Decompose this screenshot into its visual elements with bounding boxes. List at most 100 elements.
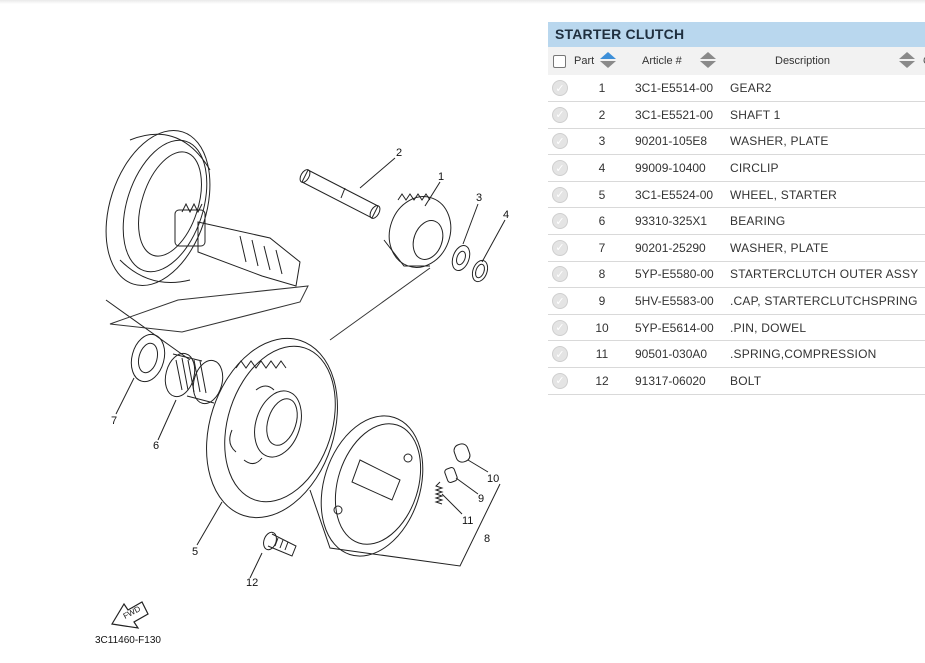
article-column-header[interactable]: Article # [630, 47, 725, 75]
part-column-header[interactable]: Part [574, 47, 630, 75]
spring-drawing [434, 481, 444, 505]
article-header-label: Article # [642, 55, 682, 67]
clutch-outer-drawing [309, 415, 501, 567]
description-cell: WASHER, PLATE [725, 234, 925, 262]
callout-3: 3 [476, 192, 482, 204]
row-status-cell: ✓ [548, 75, 574, 103]
article-number-cell: 3C1-E5514-00 [630, 75, 725, 103]
article-number-cell: 3C1-E5524-00 [630, 181, 725, 209]
callout-9: 9 [478, 493, 484, 505]
article-number-cell: 5YP-E5614-00 [630, 314, 725, 342]
spring-cap-drawing [444, 467, 458, 483]
fwd-arrow-icon [111, 601, 149, 629]
part-number-cell: 11 [574, 340, 630, 369]
check-circle-icon[interactable]: ✓ [552, 213, 568, 230]
row-status-cell: ✓ [548, 234, 574, 262]
exploded-parts-diagram: 2 1 3 4 7 6 5 10 9 11 8 12 FWD 3C11460-F… [95, 129, 509, 646]
description-cell: .CAP, STARTERCLUTCHSPRING [725, 287, 925, 315]
callout-11: 11 [462, 515, 473, 527]
row-status-cell: ✓ [548, 367, 574, 395]
article-number-cell: 5HV-E5583-00 [630, 287, 725, 315]
check-circle-icon[interactable]: ✓ [552, 319, 568, 336]
part-number-cell: 8 [574, 261, 630, 289]
description-cell: GEAR2 [725, 75, 925, 103]
callout-4: 4 [503, 209, 509, 221]
article-number-cell: 93310-325X1 [630, 207, 725, 236]
check-circle-icon[interactable]: ✓ [552, 186, 568, 203]
diagram-code: 3C11460-F130 [95, 635, 161, 646]
select-all-header [548, 47, 574, 75]
callout-7: 7 [111, 415, 117, 427]
part-number-cell: 4 [574, 154, 630, 182]
shaft-drawing [299, 169, 381, 219]
description-cell: WASHER, PLATE [725, 128, 925, 156]
callout-6: 6 [153, 440, 159, 452]
description-column-header[interactable]: Description Q [725, 47, 925, 75]
extra-column-header[interactable]: Q [923, 55, 925, 67]
description-cell: .PIN, DOWEL [725, 314, 925, 342]
check-circle-icon[interactable]: ✓ [552, 160, 568, 177]
check-circle-icon[interactable]: ✓ [552, 293, 568, 310]
description-cell: BOLT [725, 367, 925, 395]
check-circle-icon[interactable]: ✓ [552, 106, 568, 123]
select-all-checkbox[interactable] [553, 54, 566, 68]
article-number-cell: 5YP-E5580-00 [630, 261, 725, 289]
sort-description-icon[interactable] [899, 52, 915, 70]
check-circle-icon[interactable]: ✓ [552, 266, 568, 283]
callout-5: 5 [192, 546, 198, 558]
check-circle-icon[interactable]: ✓ [552, 133, 568, 150]
part-number-cell: 3 [574, 128, 630, 156]
article-number-cell: 91317-06020 [630, 367, 725, 395]
sort-part-icon[interactable] [600, 52, 616, 70]
check-circle-icon[interactable]: ✓ [552, 346, 568, 363]
row-status-cell: ✓ [548, 181, 574, 209]
washer-7-drawing [130, 333, 166, 383]
row-status-cell: ✓ [548, 128, 574, 156]
part-number-cell: 1 [574, 75, 630, 103]
gear-drawing [383, 193, 452, 268]
part-number-cell: 5 [574, 181, 630, 209]
description-cell: .SPRING,COMPRESSION [725, 340, 925, 369]
row-status-cell: ✓ [548, 207, 574, 236]
row-status-cell: ✓ [548, 340, 574, 369]
parts-panel: STARTER CLUTCH Part Article # Descriptio… [548, 22, 925, 395]
crank-housing-drawing [105, 129, 301, 361]
sort-article-icon[interactable] [700, 52, 716, 70]
circlip-drawing [471, 259, 489, 283]
row-status-cell: ✓ [548, 154, 574, 182]
article-number-cell: 90201-25290 [630, 234, 725, 262]
article-number-cell: 90501-030A0 [630, 340, 725, 369]
row-status-cell: ✓ [548, 101, 574, 129]
washer-drawing [451, 244, 471, 272]
dowel-pin-drawing [453, 443, 471, 463]
top-edge [0, 0, 925, 4]
part-number-cell: 10 [574, 314, 630, 342]
row-status-cell: ✓ [548, 314, 574, 342]
description-header-label: Description [775, 55, 831, 67]
description-cell: SHAFT 1 [725, 101, 925, 129]
check-circle-icon[interactable]: ✓ [552, 80, 568, 97]
callout-labels: 2 1 3 4 7 6 5 10 9 11 8 12 [111, 147, 509, 589]
part-number-cell: 9 [574, 287, 630, 315]
fwd-label: FWD [122, 604, 143, 621]
check-circle-icon[interactable]: ✓ [552, 372, 568, 389]
bolt-drawing [263, 531, 297, 557]
check-circle-icon[interactable]: ✓ [552, 239, 568, 256]
article-number-cell: 99009-10400 [630, 154, 725, 182]
part-number-cell: 12 [574, 367, 630, 395]
article-number-cell: 3C1-E5521-00 [630, 101, 725, 129]
callout-8: 8 [484, 533, 490, 545]
